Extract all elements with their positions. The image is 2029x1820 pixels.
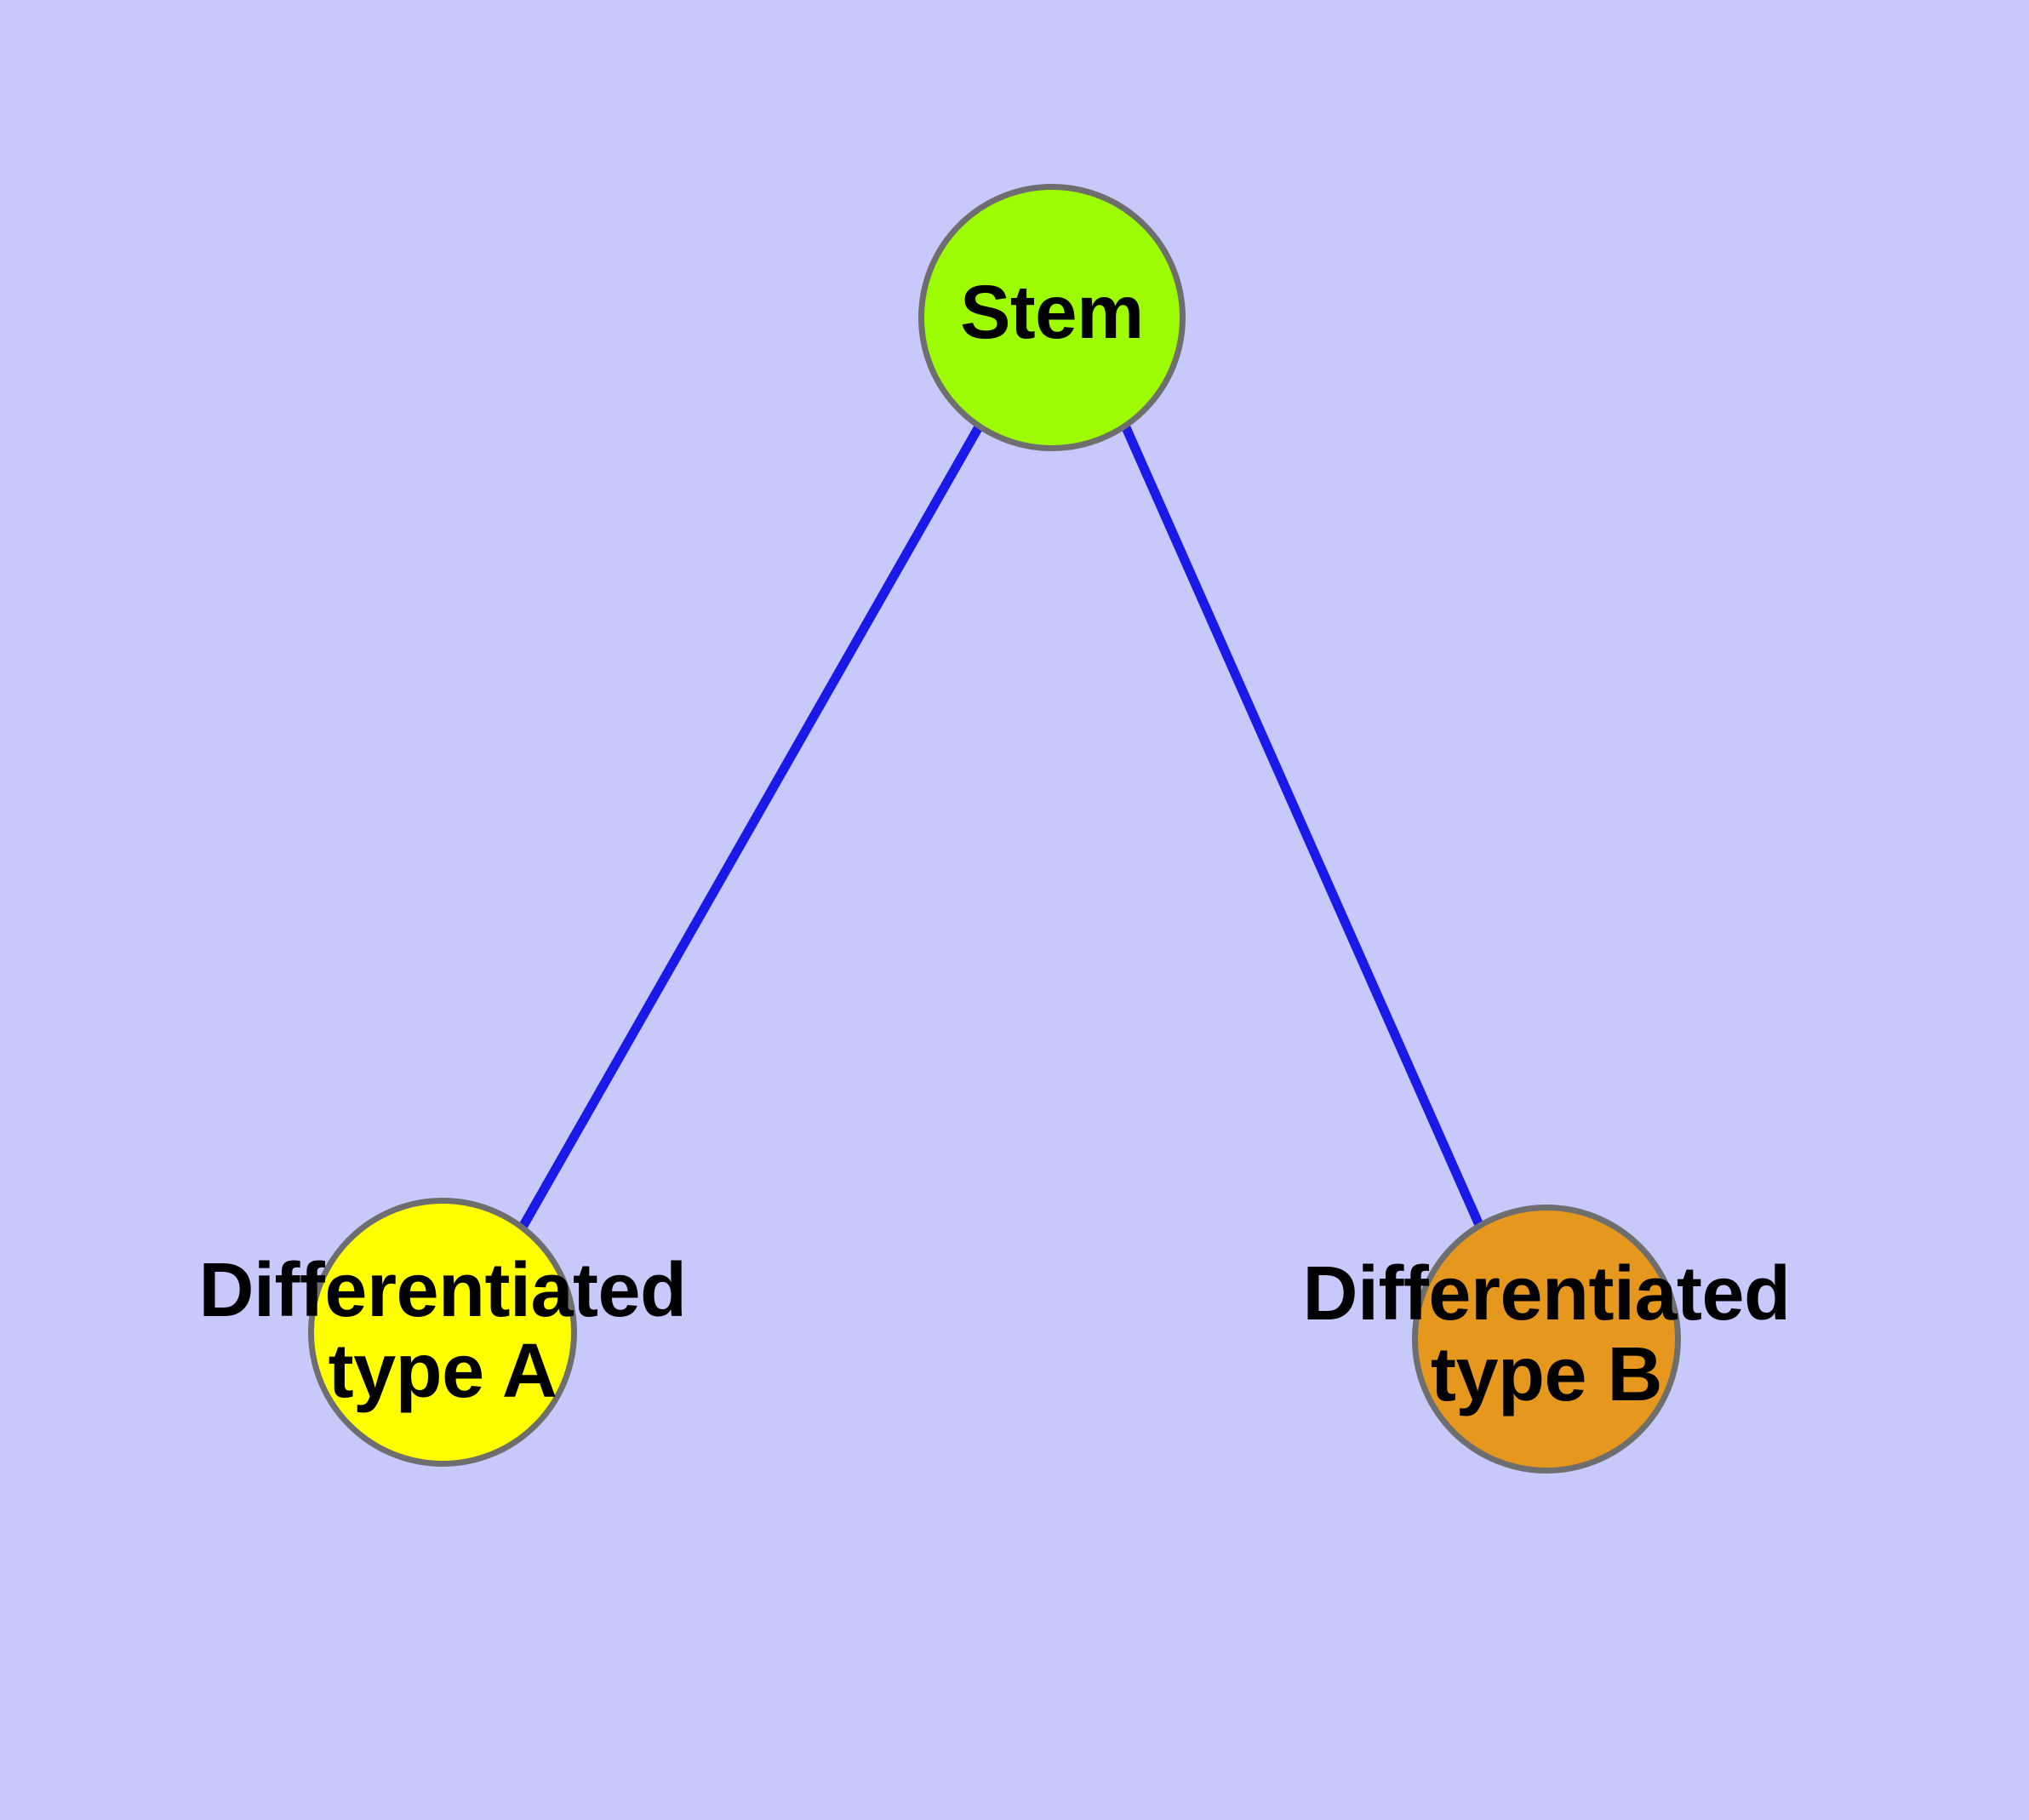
node-differentiated-type-b[interactable] [1412,1205,1681,1474]
node-stem[interactable] [918,184,1186,451]
node-differentiated-type-a[interactable] [308,1198,577,1467]
edge-stem-to-differentiated-type-a [517,421,985,1233]
edge-stem-to-differentiated-type-b [1120,423,1488,1235]
